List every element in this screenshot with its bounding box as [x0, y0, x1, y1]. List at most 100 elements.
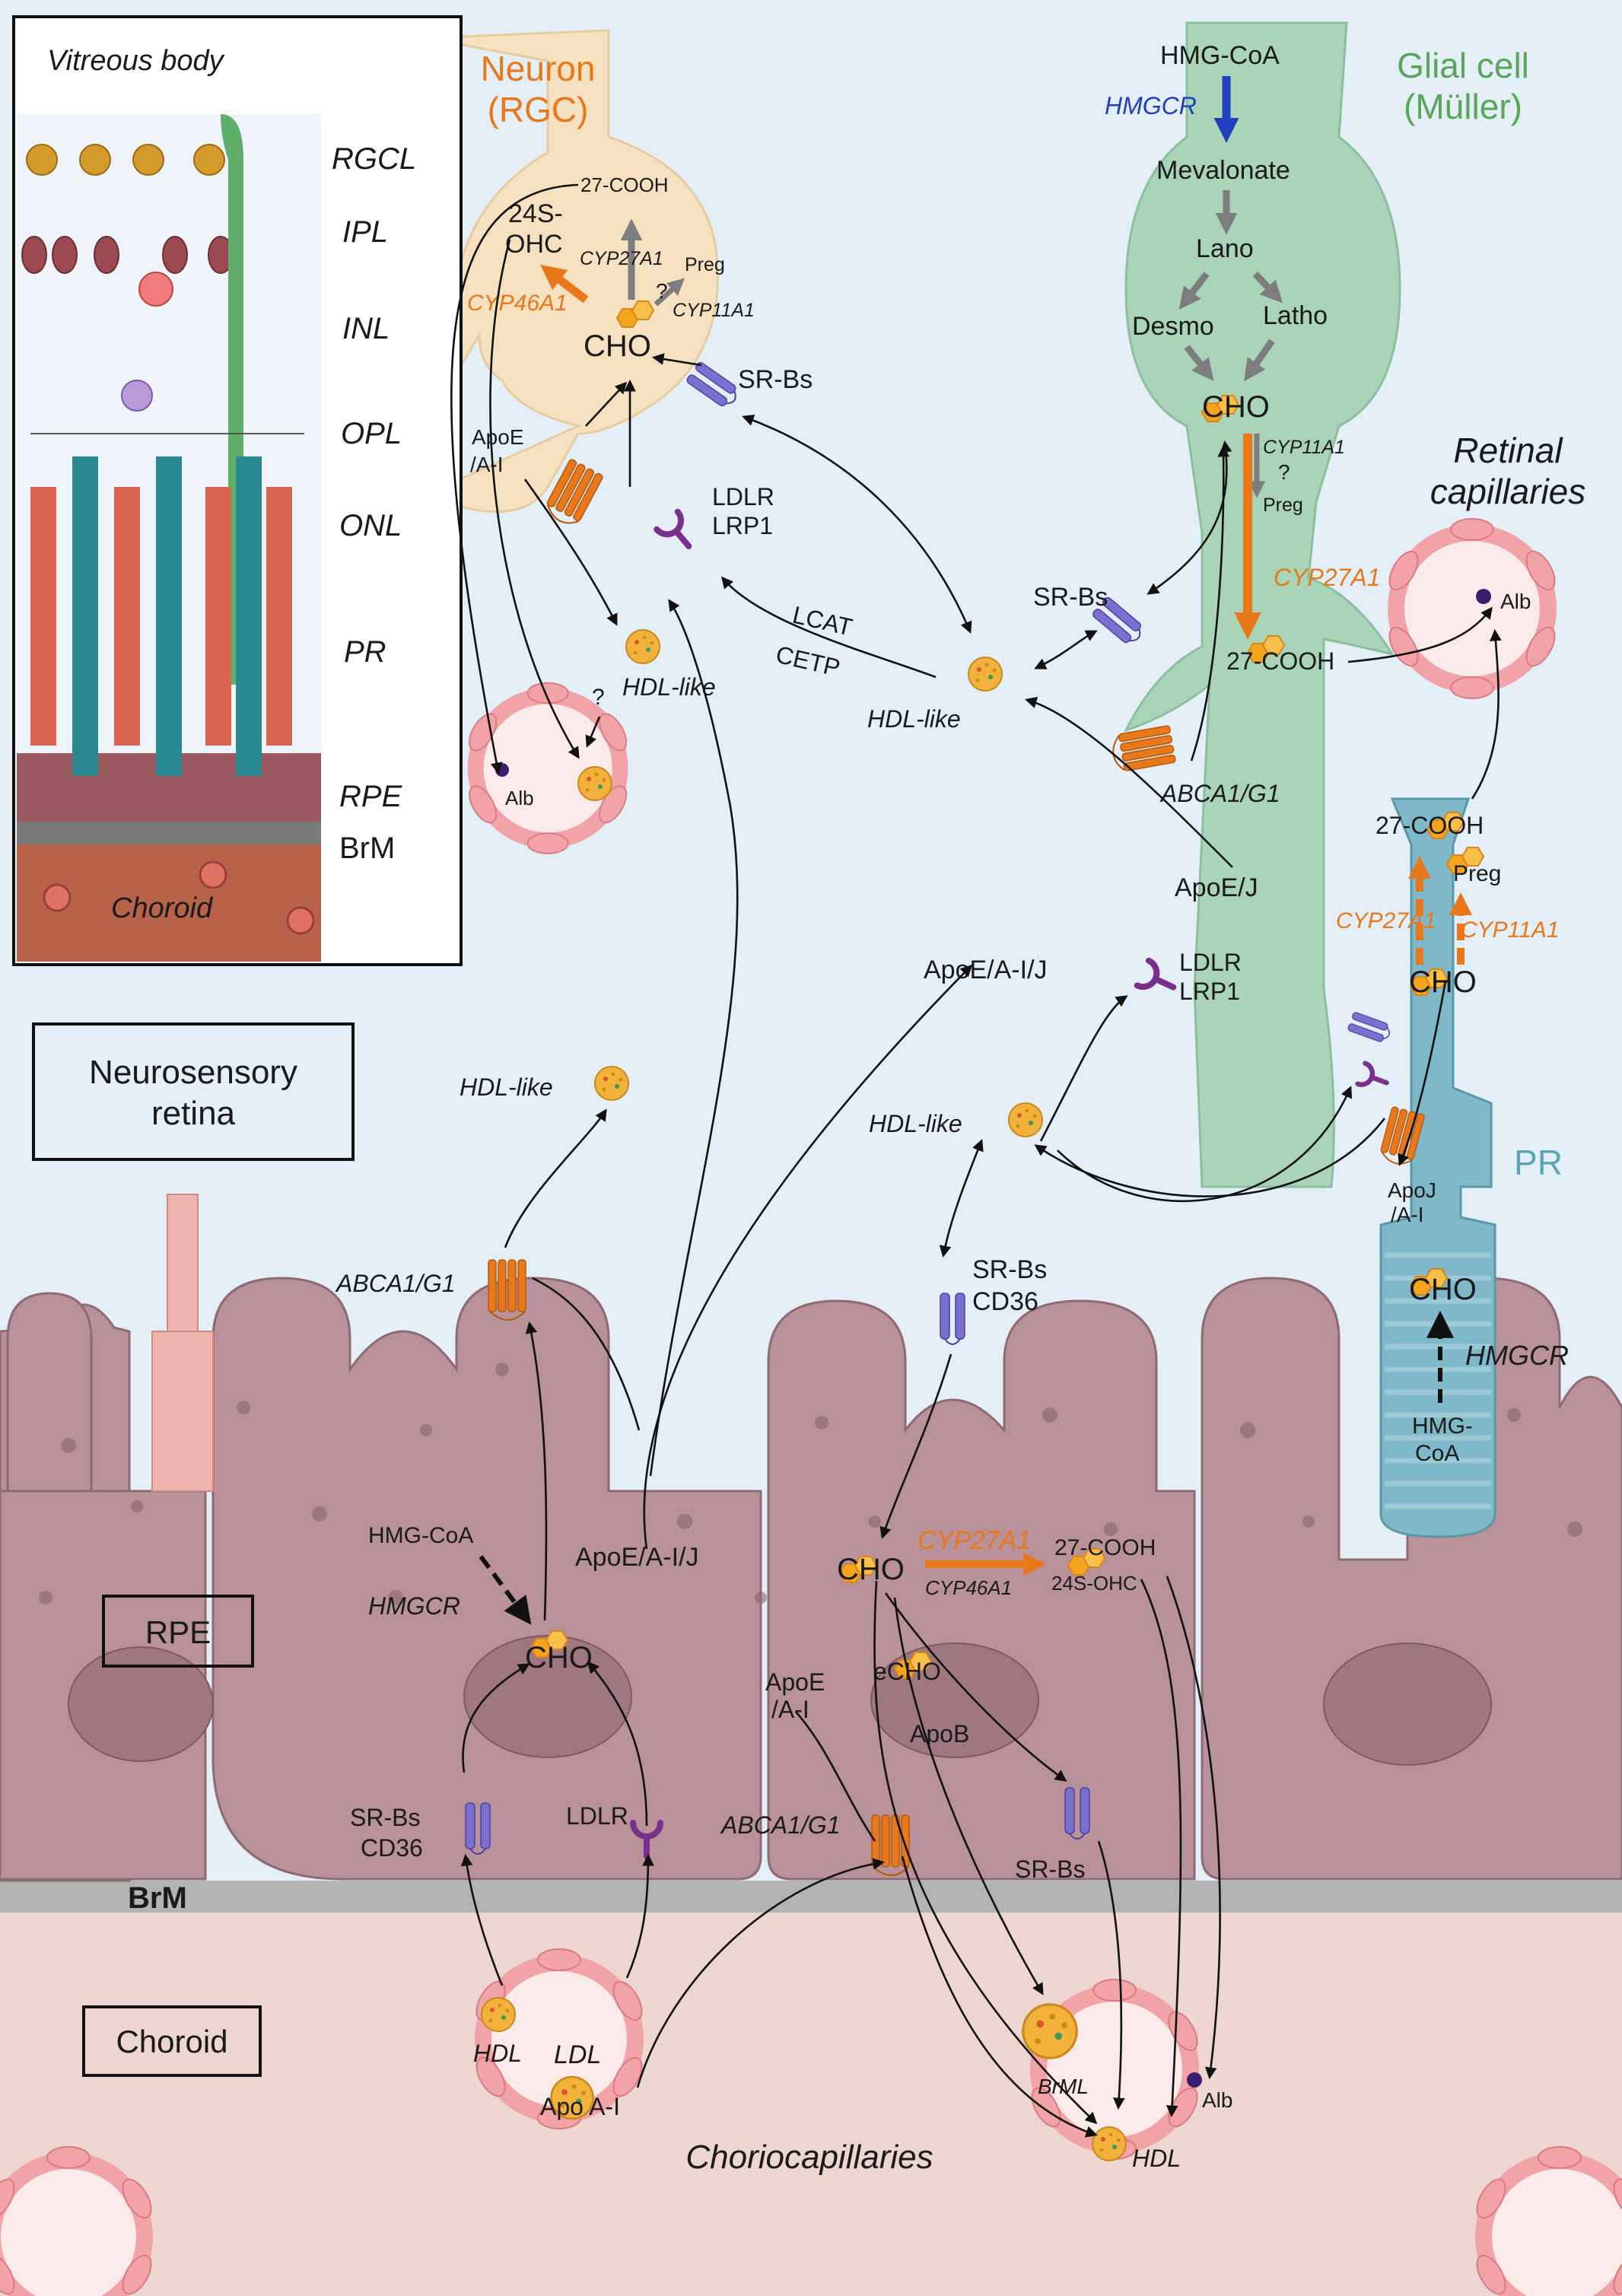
neuron-ldlr: LDLR — [712, 483, 774, 510]
retinal-capillary-left — [464, 683, 632, 854]
rpe-ldlr: LDLR — [566, 1802, 628, 1830]
glia-preg: Preg — [1263, 494, 1303, 516]
neuron-subtitle: (RGC) — [488, 90, 589, 129]
rpe-cyp27a1: CYP27A1 — [918, 1526, 1031, 1555]
rpe-nuclei — [68, 1635, 1492, 1766]
pr-preg: Preg — [1453, 861, 1501, 886]
choroid-brml-particle — [1022, 2003, 1078, 2059]
pr-apoai: /A-I — [1391, 1203, 1424, 1226]
choroid-region — [0, 1910, 1622, 2296]
inset-vitreous-label: Vitreous body — [47, 45, 225, 77]
glia-hmgcoa: HMG-CoA — [1160, 41, 1280, 70]
pr-title: PR — [1514, 1143, 1563, 1182]
retinal-cap-title-2: capillaries — [1430, 472, 1586, 511]
neurosensory-box — [32, 1022, 355, 1161]
rpe-srbs-left: SR-Bs — [350, 1804, 420, 1831]
glia-arrow-desmo-cho — [1184, 345, 1214, 381]
rpe-box — [102, 1595, 254, 1668]
glia-27cooh: 27-COOH — [1226, 647, 1334, 675]
rpe-hdl-particle — [594, 1066, 629, 1101]
choroid-hdl: HDL — [473, 2040, 522, 2067]
rpe-apoai: /A-I — [771, 1696, 809, 1723]
glia-latho: Latho — [1263, 301, 1328, 330]
rpe-cho-2: CHO — [837, 1553, 905, 1586]
glia-ldlr: LDLR — [1179, 949, 1242, 976]
neuron-q2: ? — [592, 685, 605, 710]
pr-srb-receptor — [1347, 1010, 1393, 1045]
muller-glial-cell — [1124, 21, 1401, 1188]
neuron-srbs: SR-Bs — [738, 365, 813, 394]
rpe-cd36-top: CD36 — [972, 1287, 1038, 1316]
transport-arrows — [450, 183, 1502, 2138]
pr-cyp27a1: CYP27A1 — [1336, 908, 1436, 933]
rpe-hmgcr-arrow — [479, 1555, 532, 1625]
glia-cyp11a1: CYP11A1 — [1263, 437, 1345, 458]
rpe-srbs-top: SR-Bs — [972, 1255, 1047, 1284]
choroid-alb: Alb — [1202, 2088, 1232, 2112]
neuron-apoe: ApoE — [472, 425, 524, 449]
retina-layers-inset — [12, 15, 463, 966]
pr-outer-segment-pink — [151, 1194, 214, 1492]
pr-hmgcr: HMGCR — [1465, 1340, 1569, 1371]
pr-27cooh: 27-COOH — [1376, 812, 1484, 839]
neuron-preg: Preg — [685, 254, 725, 275]
rpe-layer — [0, 1277, 1622, 1882]
neuron-cyp46a1: CYP46A1 — [467, 291, 568, 316]
rpe-apoe: ApoE — [765, 1668, 825, 1696]
neuron-ldlr-receptor — [657, 512, 699, 555]
choroid-box-label: Choroid — [116, 2024, 227, 2059]
inset-layer-brm: BrM — [339, 832, 395, 865]
neurosensory-label-2: retina — [151, 1095, 236, 1132]
neuron-cyp46a1-arrow — [540, 264, 589, 304]
neuron-cyp27a1: CYP27A1 — [580, 248, 663, 269]
rpe-abca-left: ABCA1/G1 — [335, 1270, 456, 1297]
glia-q: ? — [1278, 460, 1290, 484]
choroid-ldl: LDL — [554, 2040, 601, 2069]
rpe-apoeaij: ApoE/A-I/J — [575, 1543, 699, 1572]
rpe-abca-mid: ABCA1/G1 — [720, 1811, 841, 1839]
rpe-cho: CHO — [525, 1641, 593, 1674]
glia-subtitle: (Müller) — [1404, 87, 1522, 126]
rpe-24sohc: 24S-OHC — [1051, 1572, 1137, 1595]
glia-lano: Lano — [1196, 234, 1254, 263]
inset-layer-opl: OPL — [341, 417, 402, 450]
glia-lcat: LCAT — [790, 601, 854, 641]
pr-cyp11a1: CYP11A1 — [1461, 917, 1560, 943]
neuron-hdl-particle — [625, 629, 660, 664]
choroid-hdl-particle-2 — [1092, 2126, 1127, 2161]
rpe-srb-receptor-top — [940, 1293, 965, 1345]
glia-hdl-particle — [968, 657, 1003, 692]
inset-layer-ipl: IPL — [342, 215, 388, 249]
retinal-cap-right-alb: Alb — [1500, 590, 1531, 613]
choroid-hdl-particle — [481, 1997, 516, 2032]
neuron-title: Neuron — [481, 49, 596, 88]
glia-cetp: CETP — [773, 641, 842, 682]
rpe-hmgcr: HMGCR — [368, 1592, 460, 1620]
retinal-cap-hdl — [577, 766, 612, 801]
neuron-apoai: /A-I — [470, 453, 504, 476]
choroid-box — [82, 2005, 262, 2077]
inset-layer-onl: ONL — [339, 509, 402, 542]
brm-label: BrM — [128, 1881, 187, 1915]
rpe-27cooh: 27-COOH — [1054, 1535, 1156, 1560]
glia-cyp27a1: CYP27A1 — [1274, 564, 1381, 591]
glia-arrow-latho — [1252, 271, 1283, 304]
glia-arrow-desmo — [1178, 272, 1210, 310]
pr-hmg: HMG- — [1412, 1414, 1473, 1439]
inset-layer-rpe: RPE — [339, 780, 403, 813]
rpe-hmgcoa: HMG-CoA — [368, 1523, 473, 1548]
rpe-srbs-right: SR-Bs — [1015, 1856, 1085, 1883]
glia-srbs: SR-Bs — [1033, 583, 1108, 612]
neuron-srb-receptor — [685, 360, 743, 412]
neuron-cyp11a1: CYP11A1 — [673, 300, 755, 321]
retinal-cap-alb: Alb — [505, 787, 534, 809]
neuron-cho: CHO — [584, 329, 651, 363]
glia-hmgcr: HMGCR — [1105, 92, 1197, 119]
choroid-brml: BrML — [1038, 2075, 1089, 2098]
inset-layer-rgcl: RGCL — [332, 142, 416, 176]
choriocapillaries-label: Choriocapillaries — [685, 2139, 933, 2176]
inset-layer-pr: PR — [344, 635, 386, 669]
glia-title: Glial cell — [1397, 46, 1529, 85]
